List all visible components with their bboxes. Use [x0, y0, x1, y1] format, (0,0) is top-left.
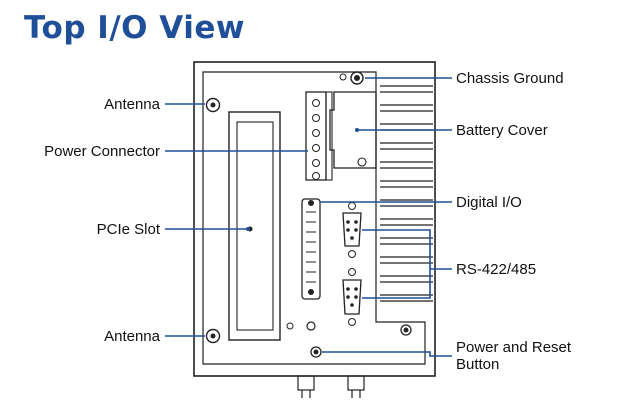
inner-panel	[202, 71, 426, 365]
callout-power-reset-line1: Power and Reset	[456, 339, 572, 356]
power-reset-buttons	[286, 321, 322, 358]
pcie-slot-graphic	[228, 111, 281, 341]
serial-port-1	[342, 202, 362, 258]
callout-power-reset: Power and Reset Button	[456, 339, 571, 373]
callout-dots	[246, 128, 359, 231]
heatsink-fins	[380, 85, 433, 302]
callout-power-connector: Power Connector	[44, 143, 160, 160]
digital-io-connector	[301, 198, 321, 300]
callout-power-reset-line2: Button	[456, 356, 500, 373]
callout-battery-cover: Battery Cover	[456, 122, 548, 139]
callout-antenna-bottom: Antenna	[104, 328, 160, 345]
callout-rs422-485: RS-422/485	[456, 261, 537, 278]
antenna-top-connector	[205, 97, 221, 113]
callout-chassis-ground: Chassis Ground	[456, 70, 564, 87]
page-title: Top I/O View	[24, 10, 246, 46]
antenna-bottom-connector	[205, 328, 221, 344]
battery-cover-graphic	[329, 91, 377, 169]
power-connector-graphic	[305, 91, 333, 181]
callout-digital-io: Digital I/O	[456, 194, 522, 211]
serial-port-2	[342, 268, 362, 326]
callout-lines	[165, 77, 452, 357]
callout-antenna-top: Antenna	[104, 96, 160, 113]
mount-screw	[400, 324, 412, 336]
bottom-connectors	[297, 375, 365, 398]
chassis-ground-screw	[339, 71, 364, 85]
callout-pcie-slot: PCIe Slot	[96, 221, 160, 238]
